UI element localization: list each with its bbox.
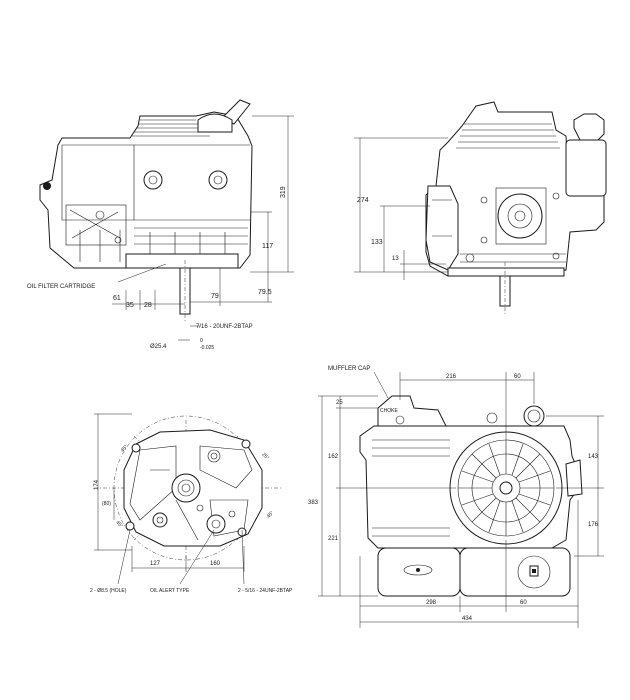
dim-274-label: 274 (357, 197, 369, 204)
dim-79-5: 79.5 (190, 272, 272, 303)
oil-filter-label: OIL FILTER CARTRIDGE (27, 284, 95, 290)
side-view-tank-cap (197, 113, 233, 133)
dim-176-label: 176 (588, 522, 599, 528)
side-view-choke-knob (43, 182, 51, 190)
dim-left-stack: 25 162 221 383 (308, 395, 456, 597)
dim-319: 319 (250, 115, 294, 273)
top-view-cylinder-fins (372, 439, 450, 537)
tap-leader (241, 529, 245, 585)
top-view-fan-spokes (458, 440, 554, 536)
top-view-air-cleaner-knob (403, 564, 433, 576)
dim-35: 35 (126, 290, 141, 310)
dim-13-label: 13 (392, 256, 399, 262)
top-view-air-cleaner (377, 547, 461, 597)
oil-filter-leader (117, 263, 167, 283)
dim-80-label: (80) (102, 501, 111, 507)
dim-383-label: 383 (308, 500, 319, 506)
top-view-plug-cap (486, 412, 498, 424)
dim-79: 79 (211, 268, 221, 306)
angle-label-d: 45° (266, 510, 276, 520)
top-view-starter-grip (565, 459, 583, 497)
bottom-view: 174 (80) 45° 45° 25° 45° 127 160 2 - Ø8.… (90, 413, 293, 594)
dim-162-label: 162 (328, 454, 339, 460)
top-view-fan-cover (449, 431, 563, 545)
dim-160-label: 160 (210, 561, 221, 567)
front-view-fuel-cap (573, 113, 605, 141)
dim-434-label: 434 (462, 616, 473, 622)
dim-60-bottom-label: 60 (520, 600, 527, 606)
shaft-tol-lower: -0.025 (200, 345, 214, 351)
dim-28: 28 (144, 290, 156, 310)
side-view-crankcase-outline (134, 144, 250, 221)
side-view-cylinder-fins (132, 119, 210, 137)
dim-117-label: 117 (262, 243, 273, 250)
top-view-fuel-gauge (517, 555, 551, 589)
front-view-starter (495, 187, 547, 245)
hole-label: 2 - Ø8.5 (HOLE) (90, 588, 127, 594)
bottom-view-internals (129, 445, 253, 541)
dim-right-stack: 143 176 (546, 415, 604, 557)
side-view-bolt-bosses (143, 170, 228, 190)
side-view-carburetor-linkage (65, 204, 127, 246)
dim-319-label: 319 (280, 186, 287, 198)
shaft-dia-label: Ø25.4 (150, 344, 167, 350)
muffler-cap-label: MUFFLER CAP (328, 366, 370, 372)
dim-25-label: 25 (336, 400, 343, 406)
muffler-cap-leader (373, 371, 389, 399)
angle-label-a: 45° (120, 444, 130, 454)
top-view-cap-marking: CHOKE (380, 408, 398, 414)
dim-174-label: 174 (94, 479, 100, 490)
dim-80: (80) (102, 488, 115, 520)
dim-35-label: 35 (126, 302, 134, 309)
front-view: 274 133 13 (354, 101, 607, 316)
dim-133: 133 (371, 205, 430, 272)
dim-216-label: 216 (446, 374, 457, 380)
tap-label: 2 - 5/16 - 24UNF-2BTAP (238, 588, 293, 594)
dim-221-label: 221 (328, 536, 339, 542)
side-view-crankcase-ribs (79, 227, 248, 262)
front-view-muffler (425, 185, 459, 271)
dim-bottom-stack: 298 60 434 (359, 500, 579, 628)
dim-298-label: 298 (426, 600, 437, 606)
angle-label-c: 25° (260, 452, 270, 462)
dim-28-label: 28 (144, 302, 152, 309)
dim-127-160: 127 160 (131, 546, 245, 572)
dim-274: 274 (354, 137, 448, 273)
side-view-engine-body (39, 111, 253, 269)
top-view-fuel-cap (523, 405, 545, 427)
dim-13: 13 (392, 250, 446, 280)
oil-alert-leader (179, 529, 215, 585)
dim-133-label: 133 (371, 239, 383, 246)
top-view: CHOKE 216 60 MUFFLER CAP 25 162 221 383 (308, 366, 604, 628)
front-view-head-fins (456, 123, 560, 149)
side-view-base-flange (125, 253, 239, 269)
dim-143-label: 143 (588, 454, 599, 460)
dim-117: 117 (250, 211, 273, 272)
shaft-tol-upper: 0 (200, 338, 203, 344)
dim-127-label: 127 (150, 561, 161, 567)
front-view-fuel-tank (565, 139, 607, 197)
front-view-base (447, 267, 565, 277)
front-view-bolts (465, 192, 560, 263)
side-view: 319 117 79.5 79 61 35 (27, 99, 294, 351)
dim-61: 61 (112, 290, 185, 310)
dim-79-label: 79 (211, 293, 219, 300)
shaft-thread-label: 7/16 - 20UNF-2BTAP (196, 324, 253, 330)
dim-79-5-label: 79.5 (258, 289, 272, 296)
oil-alert-label: OIL ALERT TYPE (150, 588, 190, 594)
top-view-fuel-tank (459, 547, 571, 597)
dim-60-top-label: 60 (514, 374, 521, 380)
hole-leader (117, 529, 131, 585)
dim-61-label: 61 (113, 295, 121, 302)
dim-216-60: 216 60 (399, 372, 535, 440)
angle-label-b: 45° (114, 520, 124, 530)
